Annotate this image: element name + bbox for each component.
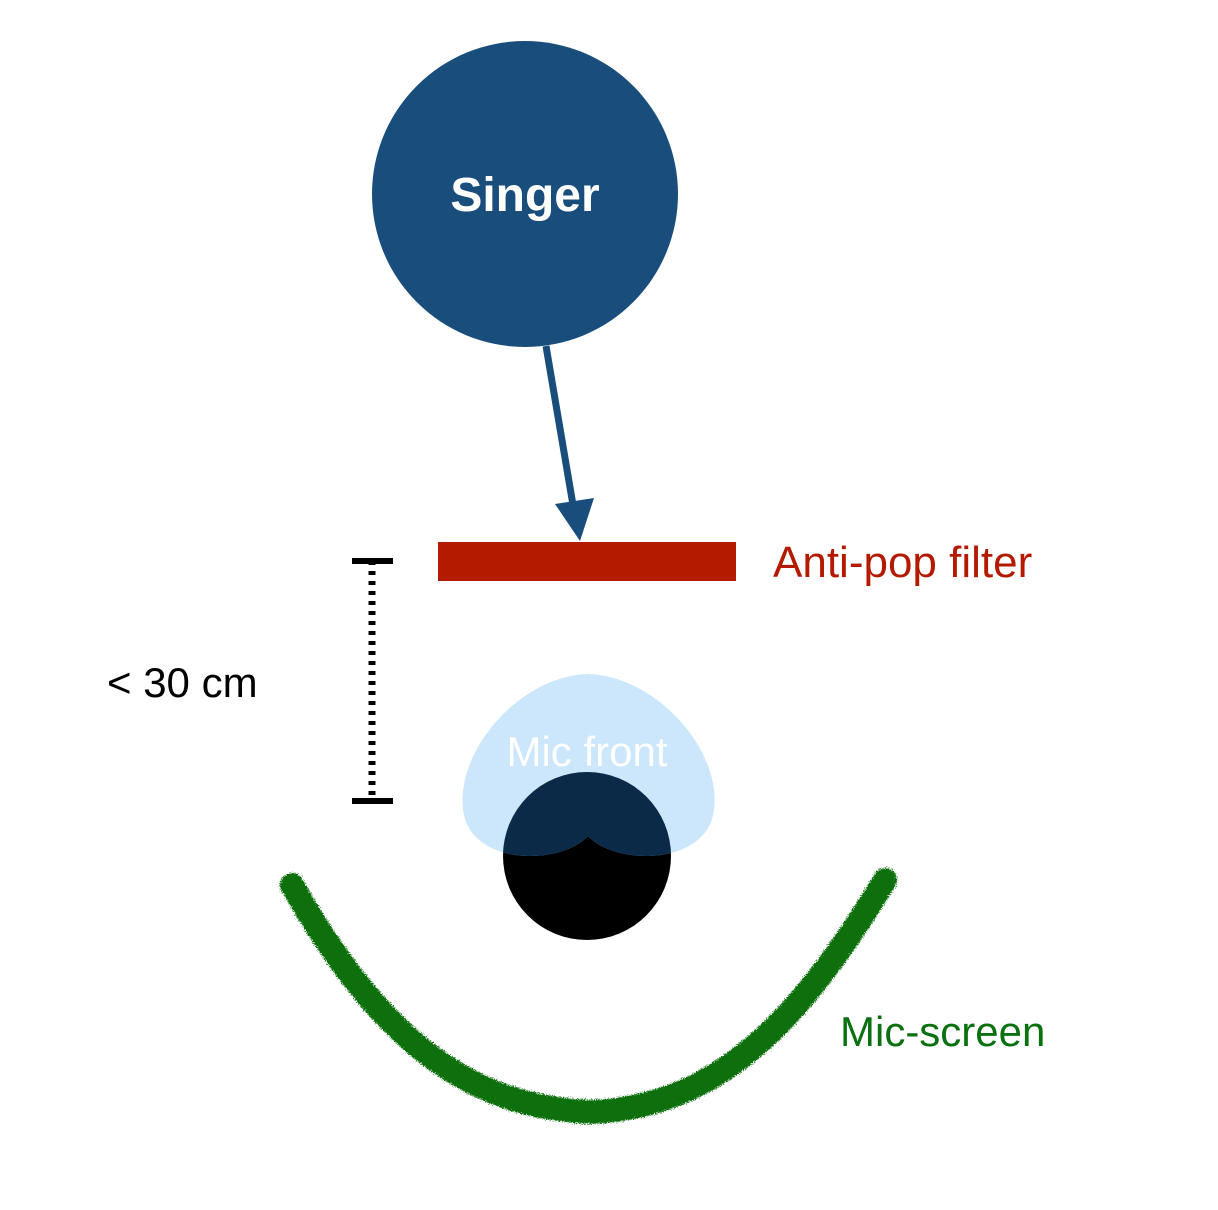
mic-body-overlap xyxy=(503,772,671,856)
mic-screen-arc xyxy=(280,868,897,1125)
singer-to-filter-arrow xyxy=(542,345,594,541)
mic-screen-label: Mic-screen xyxy=(840,1008,1045,1055)
distance-indicator: < 30 cm xyxy=(107,558,393,804)
arrowhead-icon xyxy=(555,498,594,541)
anti-pop-filter-node: Anti-pop filter xyxy=(438,538,1032,587)
distance-label: < 30 cm xyxy=(107,659,258,706)
anti-pop-filter-bar xyxy=(438,542,736,581)
arrow-shaft xyxy=(542,345,577,506)
mic-front-label: Mic front xyxy=(506,728,667,775)
mic-screen-node: Mic-screen xyxy=(280,868,1045,1125)
microphone-node: Mic front xyxy=(462,674,715,940)
singer-node: Singer xyxy=(372,41,678,347)
singer-circle xyxy=(372,41,678,347)
singer-label: Singer xyxy=(450,169,599,222)
anti-pop-filter-label: Anti-pop filter xyxy=(773,538,1032,587)
